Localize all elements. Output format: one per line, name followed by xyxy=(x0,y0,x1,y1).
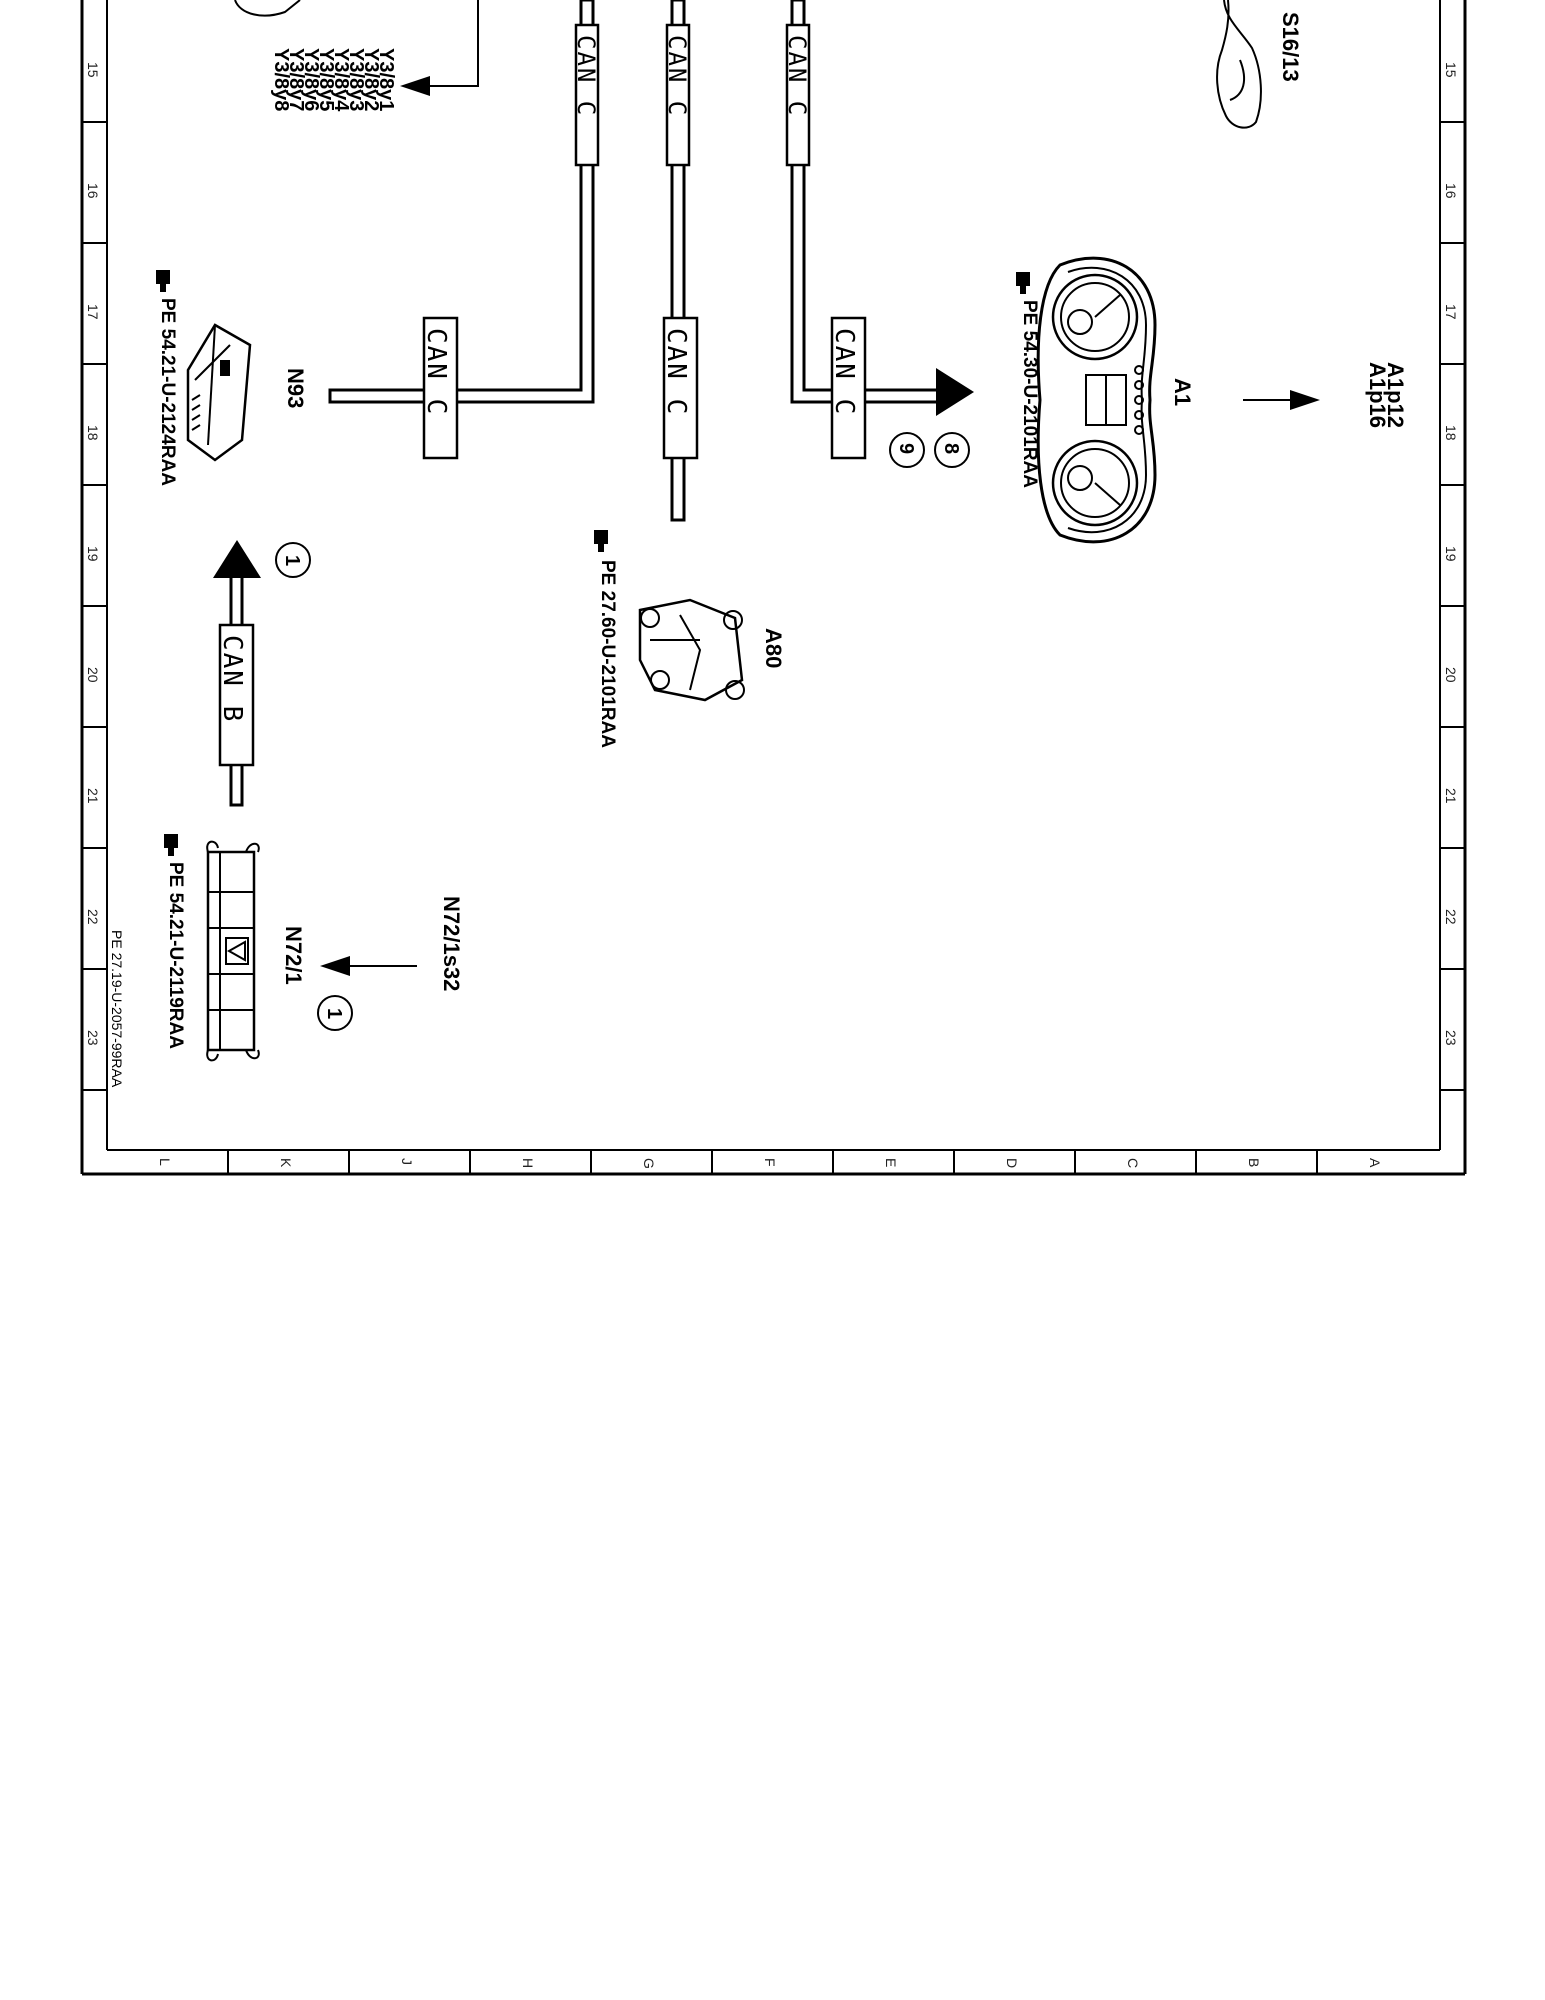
y3-label: Y3/8y1 xyxy=(375,48,397,111)
pointing-hand-icon xyxy=(164,834,178,856)
arrows xyxy=(213,0,1320,976)
n93-label: N93 xyxy=(283,368,308,408)
can-c-label: CAN C xyxy=(663,35,691,117)
can-c-label: CAN C xyxy=(829,328,859,416)
a1-instrument-cluster: A1 PE 54.30-U-2101RAA A1p12 A1p16 xyxy=(1016,256,1408,544)
can-c-box xyxy=(665,23,691,167)
ruler-number: 22 xyxy=(85,909,101,925)
y3-label: Y3/8y3 xyxy=(345,48,367,111)
marker-9: 9 xyxy=(895,443,917,454)
y3-label: Y3/8y5 xyxy=(315,48,337,111)
arrow-left-icon xyxy=(400,76,430,96)
arrow-left-icon xyxy=(320,956,350,976)
can-c-label: CAN C xyxy=(572,35,600,117)
can-c-connectors: CAN C CAN C CAN C CAN C CAN C CAN C xyxy=(421,23,867,460)
a1-signal: A1p16 xyxy=(1365,362,1390,428)
can-c-label: CAN C xyxy=(421,328,451,416)
markers: 8 9 1 1 xyxy=(275,432,970,1031)
y3-label: Y3/8y4 xyxy=(330,48,352,112)
ruler-letter: J xyxy=(399,1158,415,1165)
ruler-number: 18 xyxy=(85,425,101,441)
ruler-letter: H xyxy=(520,1158,536,1168)
n72-1-signal: N72/1s32 xyxy=(439,896,464,991)
y3-label: Y3/8y6 xyxy=(300,48,322,111)
pointing-hand-icon xyxy=(1016,272,1030,294)
switch-panel-icon xyxy=(206,840,260,1062)
ruler-number: 17 xyxy=(1443,304,1459,320)
y3-label: Y3/8y7 xyxy=(285,48,307,111)
ruler-letter: G xyxy=(641,1158,657,1169)
y3-label: Y3/8y2 xyxy=(360,48,382,111)
ruler-letter: B xyxy=(1246,1158,1262,1167)
marker-1: 1 xyxy=(281,555,303,566)
s16-13: S16/13 xyxy=(1216,0,1303,129)
ruler-number: 16 xyxy=(85,183,101,199)
n72-1-label: N72/1 xyxy=(281,926,306,985)
ruler-number: 20 xyxy=(1443,667,1459,683)
a1-signal: A1p12 xyxy=(1383,362,1408,428)
ruler-number: 21 xyxy=(1443,788,1459,804)
control-module-icon xyxy=(186,323,252,462)
can-b-label: CAN B xyxy=(217,635,247,723)
ruler-number: 17 xyxy=(85,304,101,320)
ruler-number: 22 xyxy=(1443,909,1459,925)
arrow-right-icon xyxy=(1290,390,1320,410)
ruler-letters: L K J H G F E D C B A xyxy=(157,1158,1383,1169)
ruler-letter: D xyxy=(1004,1158,1020,1168)
pointing-hand-icon xyxy=(594,530,608,552)
ruler-letter: A xyxy=(1367,1158,1383,1168)
pointing-hand-icon xyxy=(156,270,170,292)
ruler-numbers-right: 15 16 17 18 19 20 21 22 23 xyxy=(1443,62,1459,1046)
a80-ref: PE 27.60-U-2101RAA xyxy=(597,560,618,748)
ruler-number: 15 xyxy=(85,62,101,78)
ruler-numbers-left: 15 16 17 18 19 20 21 22 23 xyxy=(85,62,101,1046)
ruler-number: 16 xyxy=(1443,183,1459,199)
a80-label: A80 xyxy=(761,628,786,668)
ruler-number: 15 xyxy=(1443,62,1459,78)
n93-module: N93 PE 54.21-U-2124RAA xyxy=(156,270,308,486)
a1-ref: PE 54.30-U-2101RAA xyxy=(1019,300,1040,488)
actuator-icon xyxy=(638,598,745,702)
ruler-number: 18 xyxy=(1443,425,1459,441)
y3-label: Y3/8y8 xyxy=(270,48,292,111)
n72-1-ref: PE 54.21-U-2119RAA xyxy=(165,862,186,1049)
document-id: PE 27.19-U-2057-99RAA xyxy=(109,930,125,1088)
ruler-number: 19 xyxy=(1443,546,1459,562)
ruler-number: 21 xyxy=(85,788,101,804)
ruler-number: 23 xyxy=(1443,1030,1459,1046)
can-c-box xyxy=(574,23,600,167)
hazard-triangle-icon xyxy=(226,940,246,962)
can-c-box xyxy=(785,23,811,167)
frame xyxy=(80,0,1467,1176)
ruler-letter: F xyxy=(762,1158,778,1167)
ruler-letter: L xyxy=(157,1158,173,1166)
can-c-box xyxy=(422,316,459,460)
can-b-connector: CAN B xyxy=(217,623,255,767)
lever-switch-icon xyxy=(1216,0,1262,129)
ruler-letter: E xyxy=(883,1158,899,1167)
arrow-up-icon xyxy=(213,540,261,578)
a80-module: A80 PE 27.60-U-2101RAA xyxy=(594,530,786,748)
marker-8: 8 xyxy=(940,443,962,454)
a1-label: A1 xyxy=(1170,378,1195,406)
y3-8-list: Y3/8y1 Y3/8y2 Y3/8y3 Y3/8y4 Y3/8y5 Y3/8y… xyxy=(234,0,397,112)
n72-1-switch-panel: N72/1 PE 54.21-U-2119RAA N72/1s32 xyxy=(164,834,464,1062)
can-c-box xyxy=(662,316,699,460)
y3-component-fragment xyxy=(234,0,301,17)
n93-ref: PE 54.21-U-2124RAA xyxy=(157,298,178,486)
ruler-number: 19 xyxy=(85,546,101,562)
ruler-ticks xyxy=(82,121,1465,1174)
instrument-cluster-icon xyxy=(1036,256,1157,544)
ruler-number: 23 xyxy=(85,1030,101,1046)
can-c-label: CAN C xyxy=(783,35,811,117)
can-c-box xyxy=(830,316,867,460)
arrow-right-icon xyxy=(936,368,974,416)
can-c-label: CAN C xyxy=(661,328,691,416)
ruler-number: 20 xyxy=(85,667,101,683)
s16-13-label: S16/13 xyxy=(1278,12,1303,82)
marker-1: 1 xyxy=(323,1008,345,1019)
ruler-letter: K xyxy=(278,1158,294,1168)
ruler-letter: C xyxy=(1125,1158,1141,1168)
